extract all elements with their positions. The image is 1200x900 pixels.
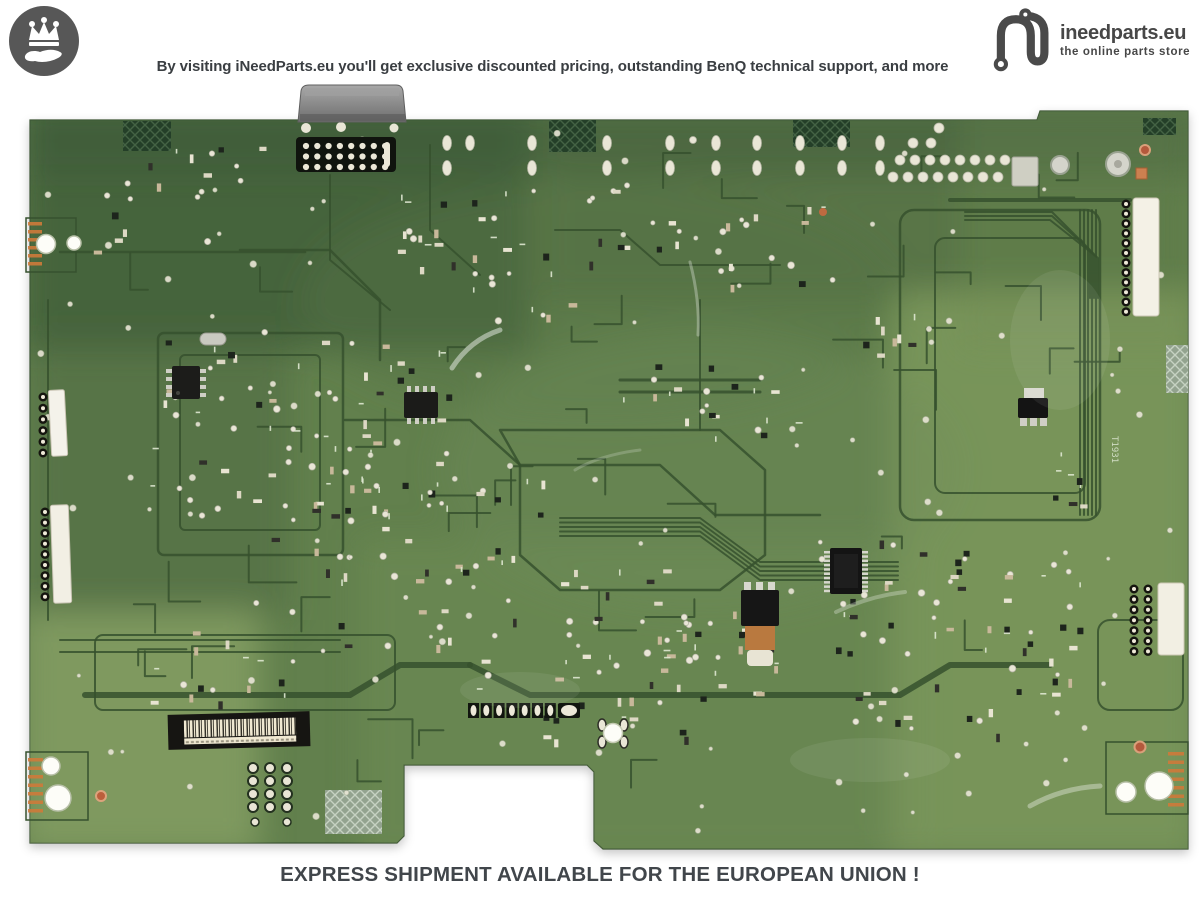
pad-cluster-bottom-center xyxy=(247,762,293,827)
ic-sot223 xyxy=(1018,388,1048,426)
framed-pad-row xyxy=(468,703,580,718)
alignment-hole-bottom-center xyxy=(597,718,629,749)
fiducial-dots xyxy=(95,144,1151,802)
mounting-area-bottom-left xyxy=(25,751,89,821)
top-right-pad-grid xyxy=(887,122,1131,187)
top-oval-pads xyxy=(442,135,885,176)
pcb-board: T1931 xyxy=(25,110,1189,850)
pin-header-right-bottom xyxy=(1129,582,1185,656)
mounting-area-top-left xyxy=(25,217,82,273)
brand-tagline: the online parts store xyxy=(1060,46,1191,58)
dvi-pad-grid xyxy=(296,122,399,172)
header-banner: By visiting iNeedParts.eu you'll get exc… xyxy=(0,0,1200,85)
vga-connector xyxy=(297,84,407,123)
pin-header-right-top xyxy=(1121,197,1160,317)
shipping-text: EXPRESS SHIPMENT AVAILABLE FOR THE EUROP… xyxy=(280,863,920,886)
brand-name: ineedparts.eu xyxy=(1060,22,1187,44)
crown-hand-badge xyxy=(7,4,81,78)
scuff-marks xyxy=(449,260,1110,809)
ic-to252-regulator xyxy=(741,582,779,666)
footer-banner: EXPRESS SHIPMENT AVAILABLE FOR THE EUROP… xyxy=(0,863,1200,887)
crosshatch-patches xyxy=(123,113,1188,834)
ffc-connector-left-2 xyxy=(40,504,73,604)
crown-hand-icon xyxy=(9,6,79,76)
metal-crystal xyxy=(199,332,227,346)
circuit-n-icon xyxy=(993,8,1049,72)
barcode-label xyxy=(167,711,311,750)
brand-logo: ineedparts.eu the online parts store xyxy=(990,6,1194,76)
ffc-connector-left-1 xyxy=(38,389,69,458)
ic-ssop-main xyxy=(824,548,868,594)
silk-label-text: T1931 xyxy=(1109,436,1119,463)
ic-soic8-left xyxy=(166,366,206,399)
promo-text: By visiting iNeedParts.eu you'll get exc… xyxy=(156,58,949,75)
ic-soic8-center xyxy=(404,386,438,424)
mounting-area-bottom-right xyxy=(1105,740,1189,815)
brand-text: ineedparts.eu the online parts store xyxy=(1060,22,1194,58)
